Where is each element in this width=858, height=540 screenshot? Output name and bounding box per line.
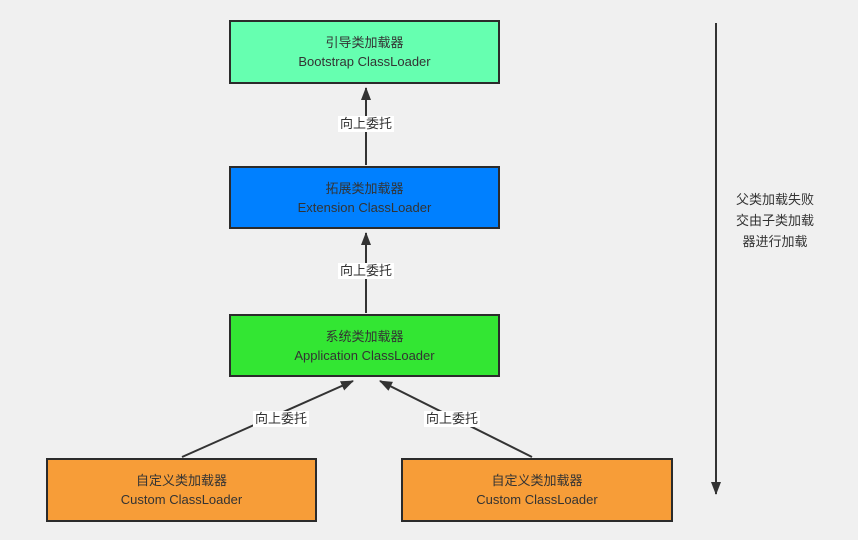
node-title-zh: 拓展类加载器 [325,180,404,196]
node-bootstrap-classloader: 引导类加载器 Bootstrap ClassLoader [229,20,500,84]
node-title-en: Application ClassLoader [294,347,435,363]
node-title-zh: 系统类加载器 [325,328,404,344]
side-note-line: 交由子类加载 [735,213,814,228]
delegate-up-label-custom-right: 向上委托 [423,411,481,427]
delegate-up-label-bootstrap: 向上委托 [337,116,395,132]
node-title-zh: 自定义类加载器 [135,473,227,488]
node-extension-classloader: 拓展类加载器 Extension ClassLoader [229,166,500,229]
node-title-en: Custom ClassLoader [120,492,243,507]
node-title-zh: 引导类加载器 [325,35,404,50]
node-application-classloader: 系统类加载器 Application ClassLoader [229,314,500,377]
delegate-up-label-extension: 向上委托 [337,263,395,279]
node-title-en: Extension ClassLoader [297,199,432,215]
node-custom-classloader-right: 自定义类加载器 Custom ClassLoader [401,458,673,522]
node-custom-classloader-left: 自定义类加载器 Custom ClassLoader [46,458,317,522]
side-note-line: 器进行加载 [742,234,808,249]
delegate-up-label-custom-left: 向上委托 [252,411,310,427]
side-note-line: 父类加载失败 [735,192,814,207]
side-note: 父类加载失败 交由子类加载 器进行加载 [731,189,819,252]
node-title-zh: 自定义类加载器 [491,473,583,488]
node-title-en: Bootstrap ClassLoader [298,54,431,69]
node-title-en: Custom ClassLoader [476,492,598,507]
